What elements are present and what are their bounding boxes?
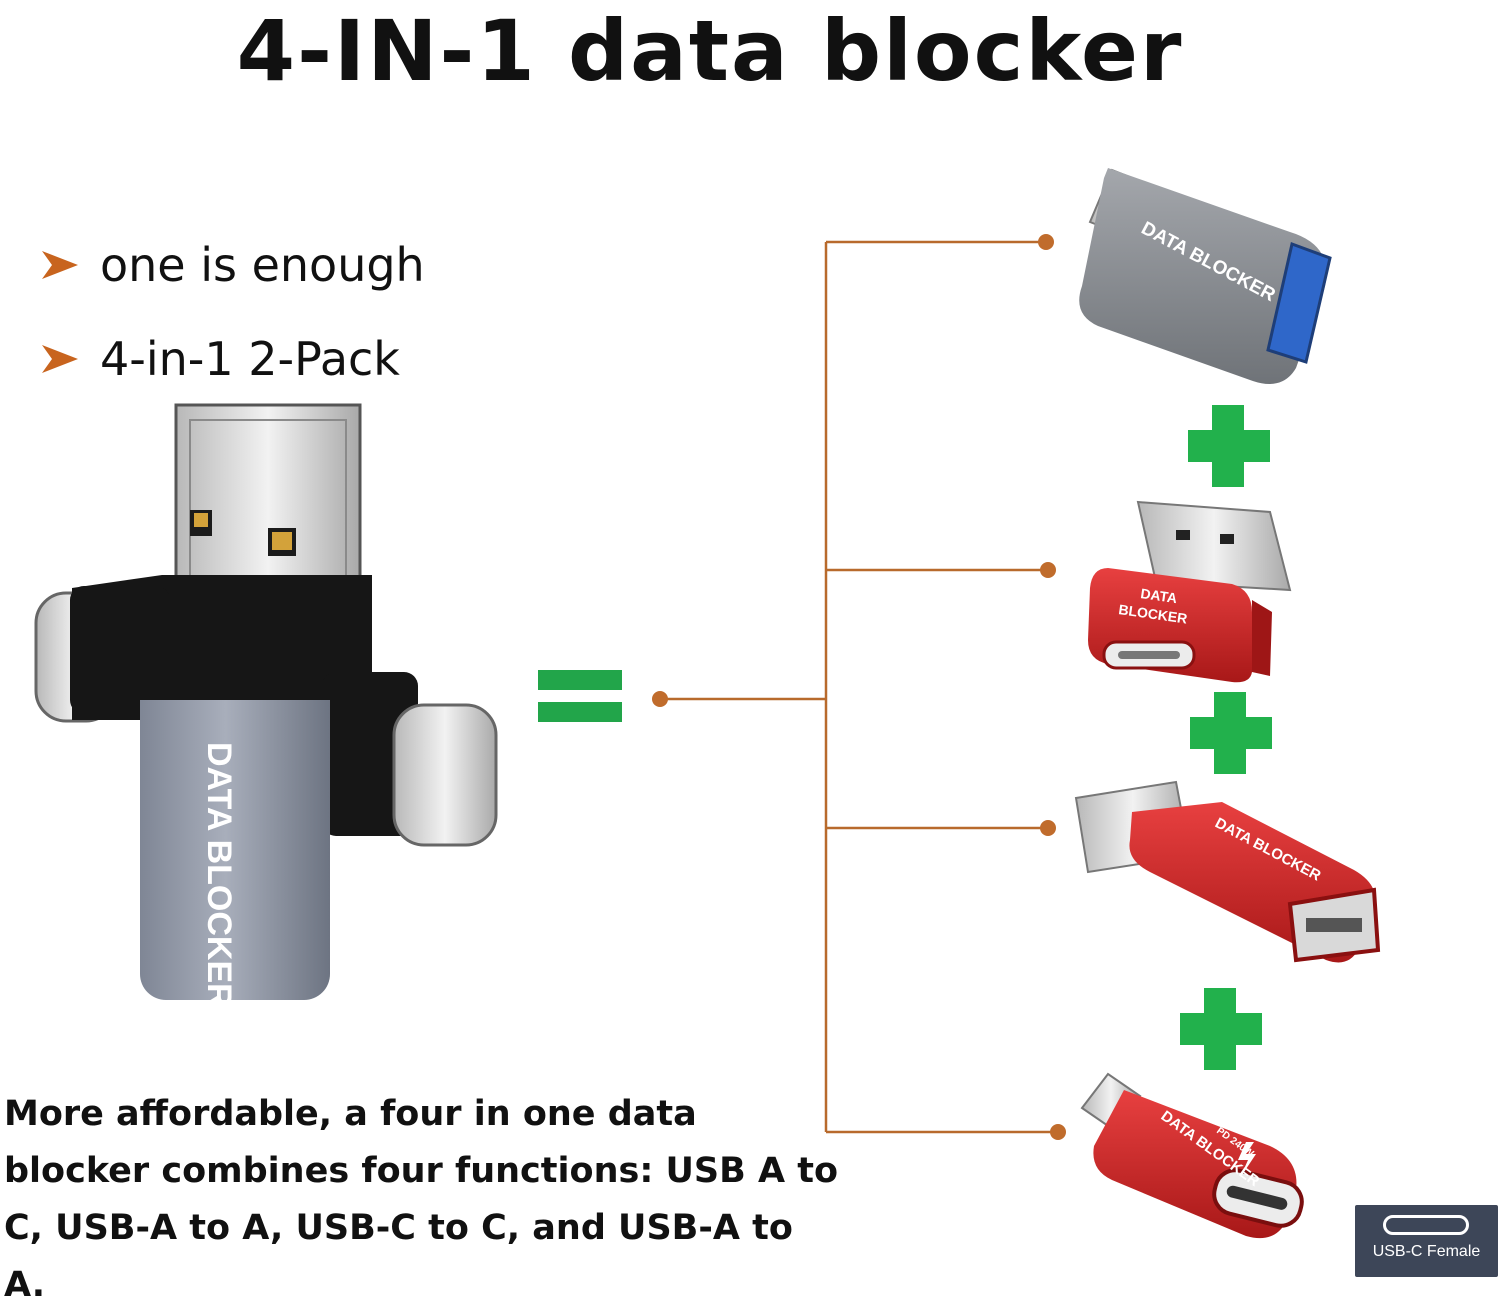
connector-bracket <box>660 240 1058 1134</box>
adapter-red-usb-c-to-usb-c: DATA BLOCKER PD 240W <box>1080 1072 1304 1239</box>
adapter-gray-usb-c-to-usb-a: DATA BLOCKER <box>1079 168 1332 384</box>
main-adapter-label: DATA BLOCKER <box>200 742 238 1008</box>
equals-icon <box>538 670 622 722</box>
product-illustration: DATA BLOCKER DATA BLOCKER <box>34 168 1381 1239</box>
arrow-bullet-icon <box>42 251 78 279</box>
connector-dots <box>652 234 1066 1140</box>
adapter-red-usb-a-to-usb-a: DATA BLOCKER <box>1074 780 1381 963</box>
product-description: More affordable, a four in one data bloc… <box>4 1094 839 1305</box>
bullet-4-in-1-2-pack: 4-in-1 2-Pack <box>40 332 400 386</box>
bullet-text: one is enough <box>100 238 425 292</box>
bullet-text: 4-in-1 2-Pack <box>100 332 400 386</box>
plus-icon <box>1180 988 1262 1070</box>
plus-icon <box>1190 692 1272 774</box>
usb-c-port-icon <box>1383 1215 1469 1235</box>
badge-label: USB-C Female <box>1372 1243 1481 1260</box>
plus-icon <box>1188 405 1270 487</box>
main-adapter-illustration: DATA BLOCKER <box>34 403 498 1008</box>
adapter-2-label-line-1: DATA <box>1140 585 1179 606</box>
adapter-red-usb-a-to-usb-c: DATA BLOCKER <box>1088 500 1292 683</box>
arrow-bullet-icon <box>42 345 78 373</box>
bullet-one-is-enough: one is enough <box>40 238 425 292</box>
page-title: 4-IN-1 data blocker <box>236 2 1184 100</box>
usb-c-female-badge: USB-C Female <box>1355 1205 1498 1277</box>
